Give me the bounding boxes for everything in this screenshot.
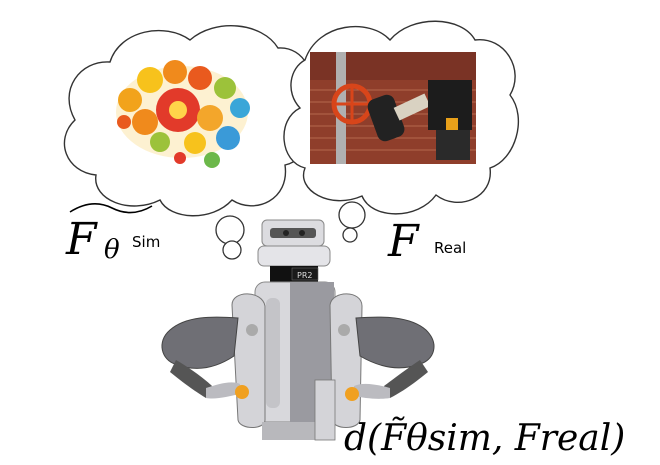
pr2-robot-icon: PR2 xyxy=(161,219,435,441)
real-function-symbol: F xyxy=(387,216,420,267)
distance-formula: d(F̃θsim, Freal) xyxy=(344,417,625,459)
real-subscript: Real xyxy=(434,239,466,257)
gear-brain-icon xyxy=(116,60,250,168)
robot-badge: PR2 xyxy=(297,271,312,280)
robot-turning-valve-photo xyxy=(310,52,476,164)
sim-subscript: Sim xyxy=(132,233,160,251)
sim-function-label: F θ Sim xyxy=(65,203,160,265)
real-function-label: F Real xyxy=(387,216,466,267)
sim-theta-symbol: θ xyxy=(104,235,120,265)
sim-function-symbol: F xyxy=(65,214,98,265)
distance-formula-text: d(F̃θsim, Freal) xyxy=(344,417,625,459)
